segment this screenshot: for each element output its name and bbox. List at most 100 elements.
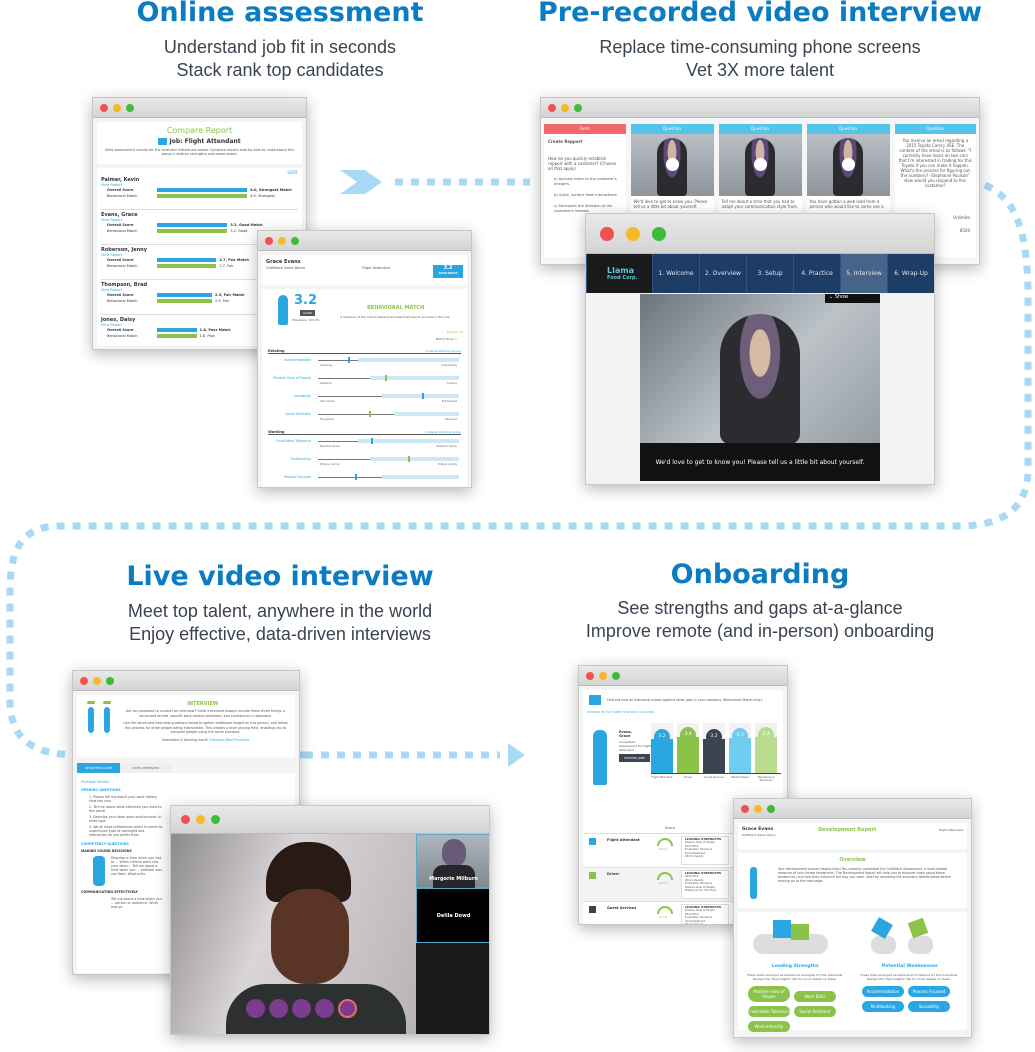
trait-pill[interactable]: Multitasking [862, 1001, 904, 1012]
printable-version-link[interactable]: Printable Version [81, 780, 109, 784]
participant-tile[interactable]: Delila Dowd [416, 888, 489, 943]
best-practices-link[interactable]: Interview Best Practices [209, 737, 250, 742]
hang-up-icon[interactable] [338, 999, 357, 1018]
trait-marker[interactable] [371, 438, 373, 444]
link-icon[interactable] [246, 999, 265, 1018]
maximize-button[interactable] [291, 236, 299, 245]
score-column-label: Score [665, 826, 675, 830]
trait-marker[interactable] [385, 375, 387, 381]
play-button-icon[interactable] [841, 158, 855, 171]
form-option[interactable]: a) Actively listen to the customer's ans… [554, 177, 617, 186]
length-select[interactable]: 8500 [959, 228, 970, 233]
trait-pill[interactable]: Frustration Tolerance [748, 1006, 790, 1017]
play-button-icon[interactable] [665, 158, 679, 171]
maximize-button[interactable] [126, 103, 134, 112]
trait-pill[interactable]: Positive View of People [748, 986, 790, 1002]
minimize-button[interactable] [754, 804, 762, 813]
job-color-icon [589, 906, 596, 913]
trait-pill[interactable]: Work Intensity [748, 1021, 790, 1032]
trait-low-label: Asserting [320, 364, 333, 367]
minimize-button[interactable] [93, 676, 101, 685]
tab-video-interview[interactable]: VIDEO INTERVIEW [120, 763, 172, 773]
competency-text: Describe a time when you had to ... When… [111, 856, 162, 876]
view-report-link[interactable]: View Report [101, 323, 123, 327]
show-toggle[interactable]: ⌄ Show [825, 294, 880, 303]
close-button[interactable] [181, 815, 190, 824]
minimize-button[interactable] [196, 815, 205, 824]
participant-tile[interactable]: Margorie Milburn [416, 834, 489, 889]
maximize-button[interactable] [767, 804, 775, 813]
trait-name-link[interactable]: Multitasking [290, 457, 311, 461]
trait-name-link[interactable]: Social Boldness [285, 412, 311, 416]
trait-pill[interactable]: Process Focused [908, 986, 950, 997]
trait-marker[interactable] [408, 456, 410, 462]
collapse-group-link[interactable]: Collapse Working Group [424, 349, 461, 353]
minimize-button[interactable] [113, 103, 121, 112]
competency-text: Tell me about a time when you ... person… [111, 897, 162, 909]
time-limit-select[interactable]: Unlimite [953, 215, 970, 220]
view-report-link[interactable]: View Report [101, 253, 123, 257]
trait-pill[interactable]: Accommodation [862, 986, 904, 997]
expand-all-link[interactable]: Expand All [447, 330, 463, 334]
job-score-bubble: 3.3 [732, 728, 748, 745]
maximize-button[interactable] [652, 226, 666, 241]
maximize-button[interactable] [574, 103, 582, 112]
match-zone [370, 376, 459, 380]
trait-marker[interactable] [348, 357, 350, 363]
completion-text: Completed Assessment for Flight Attendan… [619, 740, 652, 752]
nav-step[interactable]: 6. Wrap-Up [887, 254, 934, 293]
tab-interview-guide[interactable]: INTERVIEW GUIDE [77, 763, 121, 773]
close-button[interactable] [548, 103, 556, 112]
trait-name-link[interactable]: Accommodation [284, 358, 311, 362]
trait-name-link[interactable]: Process Focused [283, 475, 311, 479]
trait-pill[interactable]: Social Restraint [794, 1006, 836, 1017]
trait-marker[interactable] [369, 411, 371, 417]
view-report-link[interactable]: View Report [101, 288, 123, 292]
view-report-link[interactable]: View Report [101, 218, 123, 222]
play-button-icon[interactable] [753, 158, 767, 171]
nav-step[interactable]: 2. Overview [699, 254, 746, 293]
camera-icon[interactable] [269, 999, 288, 1018]
main-video-feed[interactable] [171, 834, 416, 1034]
close-button[interactable] [600, 226, 614, 241]
trait-name-link[interactable]: Frustration Tolerance [276, 439, 311, 443]
close-button[interactable] [100, 103, 108, 112]
trait-marker[interactable] [355, 474, 357, 480]
nav-step[interactable]: 1. Welcome [652, 254, 699, 293]
trait-pill[interactable]: Work Ethic [794, 991, 836, 1002]
strengths-heading: Leading Strengths [771, 964, 819, 969]
minimize-button[interactable] [561, 103, 569, 112]
chat-icon[interactable] [315, 999, 334, 1018]
view-report-link[interactable]: View Report [101, 183, 123, 187]
maximize-button[interactable] [106, 676, 114, 685]
choose-jobs-button[interactable]: CHOOSE JOBS [619, 754, 650, 762]
collapse-group-link[interactable]: Collapse Working Group [424, 430, 461, 434]
nav-step[interactable]: 3. Setup [746, 254, 793, 293]
form-option[interactable]: c) Anticipate the direction of the custo… [554, 204, 613, 213]
maximize-button[interactable] [612, 671, 620, 680]
sort-button[interactable]: SORT [287, 170, 298, 175]
minimize-button[interactable] [278, 236, 286, 245]
trait-name-link[interactable]: Positive View of People [273, 376, 311, 380]
minimize-button[interactable] [626, 226, 640, 241]
trait-marker[interactable] [422, 393, 424, 399]
microphone-icon[interactable] [292, 999, 311, 1018]
trait-name-link[interactable]: Sociability [294, 394, 311, 398]
choose-jobs-link[interactable]: CHOOSE UP TO 5 JOBS TO DISPLAY SUCCESS [587, 710, 655, 714]
close-button[interactable] [741, 804, 749, 813]
interview-video[interactable]: ⌄ Show We'd love to get to know you! Ple… [640, 294, 880, 481]
nav-step[interactable]: 5. Interview [840, 254, 887, 293]
trait-pill[interactable]: Sociability [908, 1001, 950, 1012]
maximize-button[interactable] [211, 815, 220, 824]
nav-step[interactable]: 4. Practice [793, 254, 840, 293]
close-button[interactable] [586, 671, 594, 680]
close-button[interactable] [80, 676, 88, 685]
minimize-button[interactable] [599, 671, 607, 680]
close-button[interactable] [265, 236, 273, 245]
form-option[interactable]: b) Quick, surface level interactions. [554, 193, 618, 197]
